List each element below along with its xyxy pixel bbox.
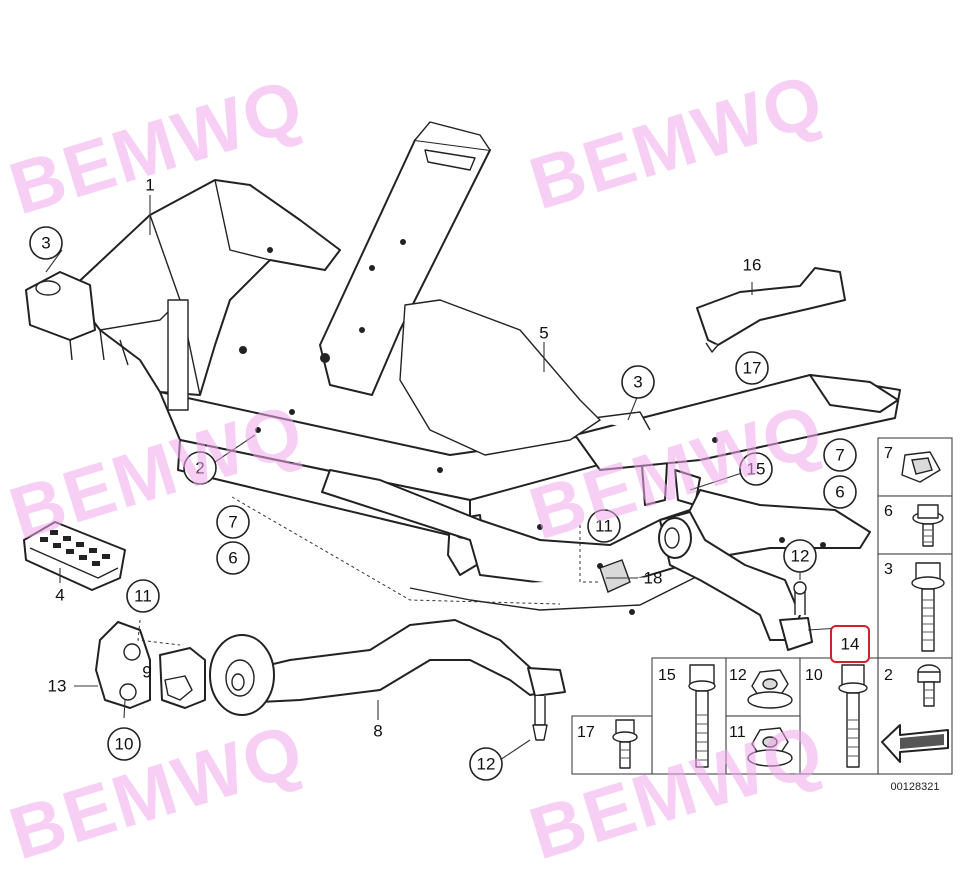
- callout-4: 4: [55, 586, 64, 605]
- callout-7-right: 7: [823, 438, 857, 472]
- svg-text:15: 15: [747, 460, 766, 479]
- rubber-pad-4: [23, 521, 126, 591]
- svg-text:7: 7: [228, 513, 237, 532]
- svg-text:11: 11: [134, 587, 152, 606]
- callout-10: 10: [107, 727, 141, 761]
- svg-text:6: 6: [835, 483, 844, 502]
- watermark-5: BEMWQ: [0, 708, 313, 876]
- hardware-panel: [571, 437, 953, 775]
- callout-9: 9: [142, 663, 151, 682]
- svg-text:12: 12: [791, 547, 810, 566]
- callout-12-left: 12: [469, 747, 503, 781]
- callout-14-highlighted: 14: [830, 625, 870, 663]
- svg-text:6: 6: [228, 549, 237, 568]
- bushing-assembly: [95, 621, 206, 709]
- pad-18: [599, 559, 631, 593]
- callout-11-left: 11: [126, 579, 160, 613]
- callout-17-top: 17: [735, 351, 769, 385]
- callout-15: 15: [739, 452, 773, 486]
- watermark-2: BEMWQ: [520, 58, 833, 226]
- flange-bolt-icon: [912, 504, 944, 547]
- svg-text:7: 7: [835, 446, 844, 465]
- bracket-16: [696, 267, 846, 353]
- callout-8: 8: [373, 722, 382, 741]
- panel-label-17: 17: [577, 724, 595, 741]
- panel-label-3: 3: [884, 561, 893, 578]
- short-bolt-icon: [612, 719, 638, 769]
- flange-nut-icon-2: [747, 727, 793, 767]
- leader-lines: [45, 195, 841, 761]
- panel-label-11: 11: [729, 724, 746, 741]
- callout-labels: 1 3 2 5 3 16 17 7 6 7: [29, 176, 940, 793]
- callout-12-right: 12: [783, 539, 817, 573]
- callout-13: 13: [48, 677, 67, 696]
- svg-text:10: 10: [115, 735, 134, 754]
- flange-nut-icon: [747, 669, 793, 709]
- control-arm-left: [209, 619, 566, 741]
- callout-16: 16: [743, 256, 762, 275]
- callout-6-left: 6: [216, 541, 250, 575]
- callout-7-left: 7: [216, 505, 250, 539]
- panel-label-12: 12: [729, 667, 747, 684]
- callout-18: 18: [644, 569, 663, 588]
- panel-label-2: 2: [884, 667, 893, 684]
- svg-text:11: 11: [595, 517, 613, 536]
- long-hex-bolt-icon: [838, 664, 868, 768]
- callout-6-right: 6: [823, 475, 857, 509]
- svg-text:3: 3: [633, 373, 642, 392]
- panel-label-15: 15: [658, 667, 676, 684]
- direction-arrow-icon: [881, 724, 949, 763]
- callout-5: 5: [539, 324, 548, 343]
- svg-text:3: 3: [41, 234, 50, 253]
- hex-bolt-icon: [688, 664, 716, 768]
- cage-nut-icon: [901, 451, 941, 483]
- callout-3-center: 3: [621, 365, 655, 399]
- callout-3-left: 3: [29, 226, 63, 260]
- callout-11-center: 11: [587, 509, 621, 543]
- torx-bolt-icon: [917, 664, 941, 707]
- callout-2: 2: [183, 451, 217, 485]
- panel-label-7: 7: [884, 445, 893, 462]
- panel-label-6: 6: [884, 503, 893, 520]
- callout-1: 1: [145, 176, 154, 195]
- svg-text:12: 12: [477, 755, 496, 774]
- reference-number: 00128321: [891, 781, 940, 793]
- svg-text:2: 2: [195, 459, 204, 478]
- long-bolt-icon: [911, 562, 945, 652]
- control-arm-right: [658, 511, 813, 651]
- svg-text:17: 17: [743, 359, 762, 378]
- panel-label-10: 10: [805, 667, 823, 684]
- watermark-3: BEMWQ: [0, 388, 313, 556]
- svg-text:14: 14: [841, 635, 860, 654]
